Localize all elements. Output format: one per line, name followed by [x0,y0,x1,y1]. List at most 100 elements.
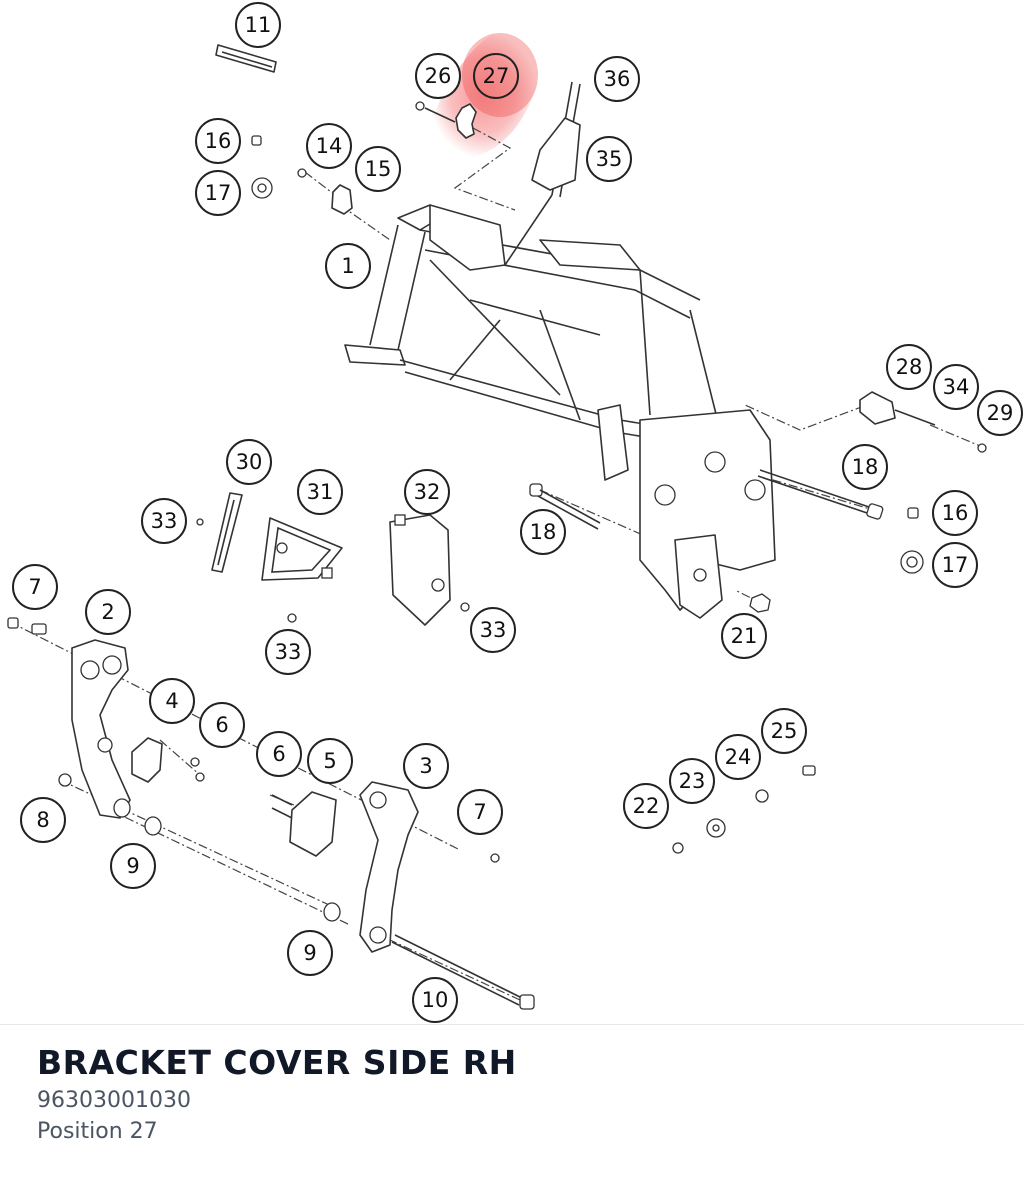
callout-16-text: 16 [942,501,969,525]
callout-10: 10 [412,977,458,1023]
callout-8: 8 [20,797,66,843]
callout-26-text: 26 [425,64,452,88]
part-3-bracket [323,781,500,953]
callout-16: 16 [195,118,241,164]
callout-5: 5 [307,738,353,784]
callout-26: 26 [415,53,461,99]
callout-6-text: 6 [272,742,285,766]
callout-30: 30 [226,439,272,485]
callout-29-text: 29 [987,401,1014,425]
callout-17: 17 [195,170,241,216]
part-18-bolt-center [529,483,601,530]
fasteners-right [900,507,924,574]
part-30-strip [196,492,243,573]
callout-3-text: 3 [419,754,432,778]
part-number: 96303001030 [37,1088,191,1113]
callout-25: 25 [761,708,807,754]
part-31-cover [261,517,343,623]
callout-9: 9 [287,930,333,976]
part-2-bracket [7,617,162,836]
main-frame [344,204,776,619]
callout-14-text: 14 [316,134,343,158]
callout-8-text: 8 [36,808,49,832]
callout-30-text: 30 [236,450,263,474]
callout-33: 33 [141,498,187,544]
callout-34: 34 [933,364,979,410]
callout-24: 24 [715,734,761,780]
callout-7-text: 7 [473,800,486,824]
callout-33-text: 33 [151,509,178,533]
callout-18-text: 18 [530,520,557,544]
callout-1: 1 [325,243,371,289]
callout-16-text: 16 [205,129,232,153]
callout-6: 6 [199,702,245,748]
callout-28-text: 28 [896,355,923,379]
callout-33: 33 [265,629,311,675]
callout-36: 36 [594,56,640,102]
callout-2-text: 2 [101,600,114,624]
callout-33: 33 [470,607,516,653]
callout-9-text: 9 [126,854,139,878]
callout-34-text: 34 [943,375,970,399]
fasteners-22-25 [672,765,816,854]
callout-28: 28 [886,344,932,390]
callout-9: 9 [110,843,156,889]
callout-18: 18 [842,444,888,490]
callout-17: 17 [932,542,978,588]
callout-17-text: 17 [942,553,969,577]
callout-4: 4 [149,678,195,724]
part-28-clamp [859,391,987,453]
callout-33-text: 33 [480,618,507,642]
callout-7-text: 7 [28,575,41,599]
callout-7: 7 [457,789,503,835]
callout-23-text: 23 [679,769,706,793]
callout-9-text: 9 [303,941,316,965]
part-27-bracket [415,101,477,139]
part-4-bracket [131,737,205,783]
part-10-bolt [391,934,535,1010]
callout-21: 21 [721,613,767,659]
callout-23: 23 [669,758,715,804]
callout-33-text: 33 [275,640,302,664]
callout-6: 6 [256,731,302,777]
callout-18: 18 [520,509,566,555]
fasteners-top-left [251,135,353,215]
callout-16: 16 [932,490,978,536]
callout-27-text: 27 [483,64,510,88]
callout-32: 32 [404,469,450,515]
callout-5-text: 5 [323,749,336,773]
callout-35-text: 35 [596,147,623,171]
diagram-svg: 11 26 27 36 16 14 15 35 17 1 28 34 29 30… [7,2,1023,1023]
callout-32-text: 32 [414,480,441,504]
callout-14: 14 [306,123,352,169]
callout-6-text: 6 [215,713,228,737]
callout-10-text: 10 [422,988,449,1012]
part-18-bolt-right [757,469,884,520]
callout-15-text: 15 [365,157,392,181]
callout-7: 7 [12,564,58,610]
part-title: BRACKET COVER SIDE RH [37,1043,517,1082]
callout-21-text: 21 [731,624,758,648]
callout-18-text: 18 [852,455,879,479]
callout-36-text: 36 [604,67,631,91]
callout-31: 31 [297,469,343,515]
callout-22: 22 [623,783,669,829]
part-32-cover [389,514,470,626]
callout-29: 29 [977,390,1023,436]
callout-17-text: 17 [205,181,232,205]
callout-2: 2 [85,589,131,635]
callout-15: 15 [355,146,401,192]
exploded-parts-diagram: 11 26 27 36 16 14 15 35 17 1 28 34 29 30… [7,2,1023,1023]
part-5-block [271,791,337,857]
callout-35: 35 [586,136,632,182]
callout-3: 3 [403,743,449,789]
callout-22-text: 22 [633,794,660,818]
divider [0,1024,1024,1025]
part-11-bar [215,44,277,73]
callout-11-text: 11 [245,13,272,37]
callout-27: 27 [473,53,519,99]
callout-4-text: 4 [165,689,178,713]
part-35-mount [504,81,581,266]
part-position: Position 27 [37,1119,158,1144]
callout-31-text: 31 [307,480,334,504]
